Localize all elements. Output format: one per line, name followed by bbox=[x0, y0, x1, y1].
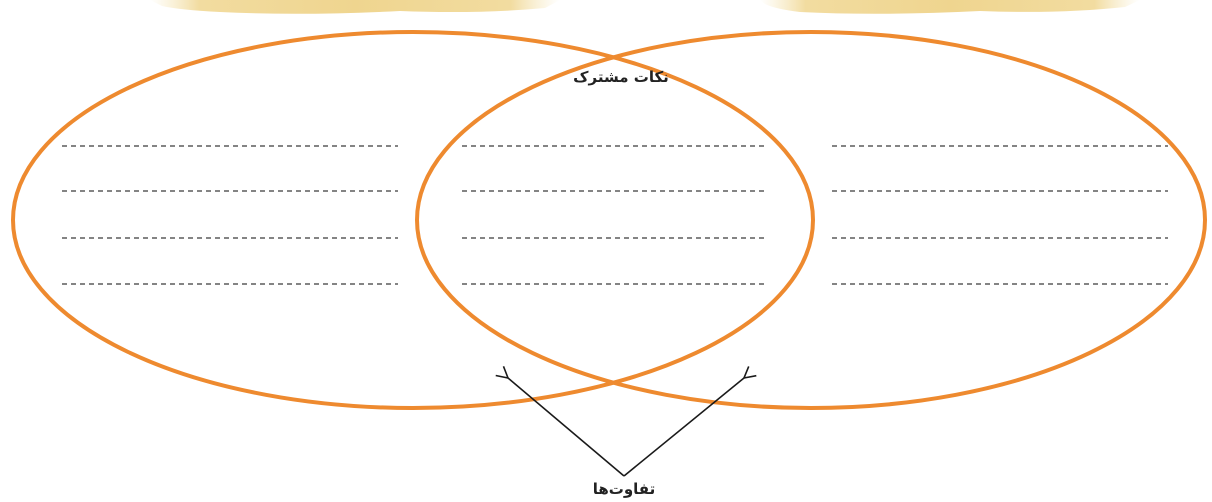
banner-left-decoration bbox=[150, 0, 560, 14]
arrow-right bbox=[624, 378, 744, 476]
differences-label: تفاوت‌ها bbox=[593, 480, 656, 498]
left-ellipse bbox=[13, 32, 813, 408]
common-region-lines bbox=[462, 146, 768, 284]
right-region-lines bbox=[832, 146, 1168, 284]
banner-right-decoration bbox=[760, 0, 1140, 14]
common-label: نکات مشترک bbox=[573, 68, 669, 86]
left-region-lines bbox=[62, 146, 398, 284]
